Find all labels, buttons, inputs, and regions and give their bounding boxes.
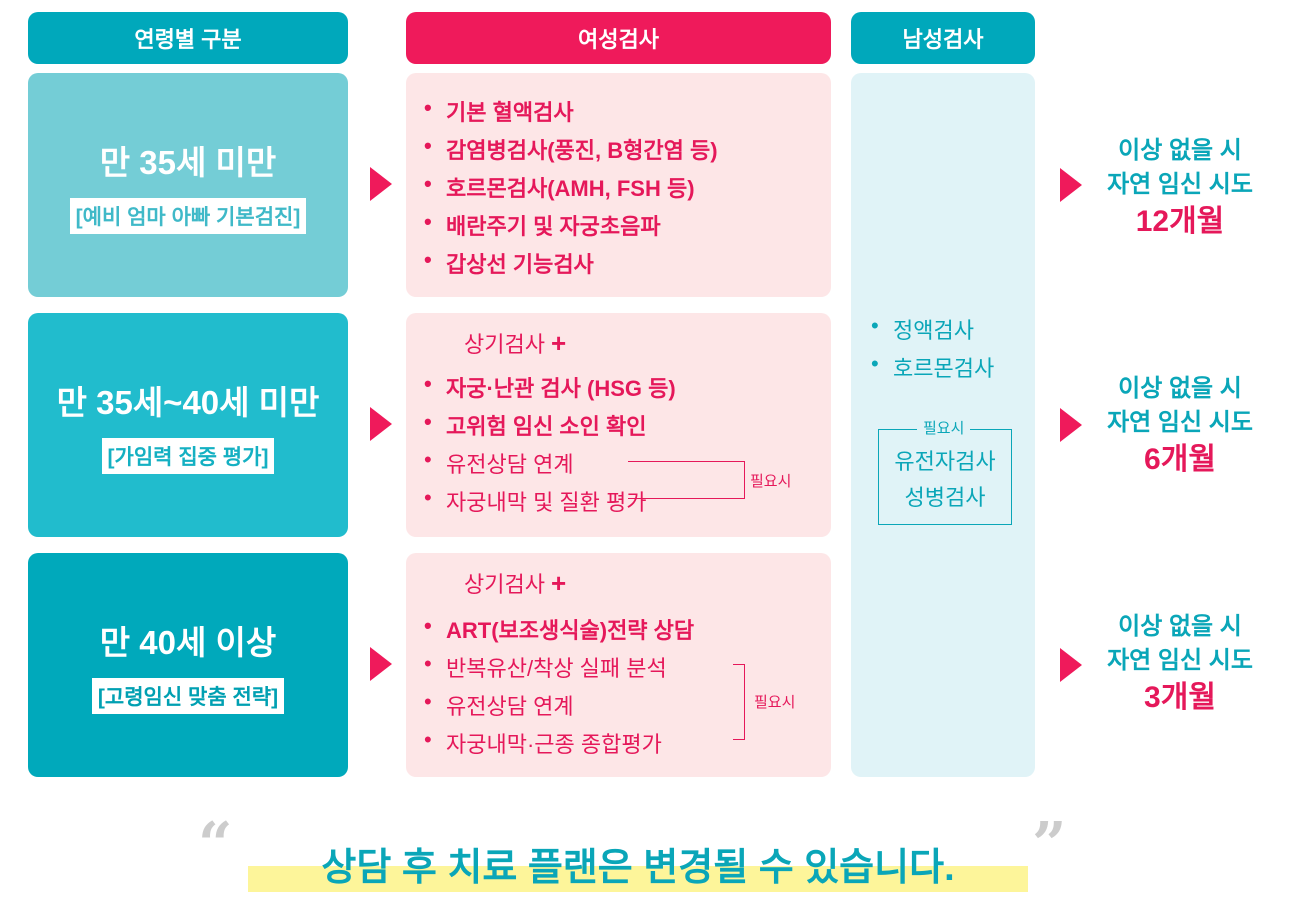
test-item: 배란주기 및 자궁초음파 — [424, 209, 661, 241]
test-item: 자궁내막 및 질환 평가 — [424, 485, 646, 517]
age-subtitle: [고령임신 맞춤 전략] — [91, 678, 285, 714]
age-subtitle: [예비 엄마 아빠 기본검진] — [69, 198, 307, 234]
test-item: 호르몬검사(AMH, FSH 등) — [424, 171, 694, 203]
open-quote-icon: “ — [198, 810, 233, 880]
age-subtitle: [가임력 집중 평가] — [101, 438, 275, 474]
test-item: 반복유산/착상 실패 분석 — [424, 651, 667, 683]
header-age: 연령별 구분 — [28, 12, 348, 64]
arrow-icon — [1060, 168, 1082, 202]
arrow-icon — [1060, 648, 1082, 682]
arrow-icon — [1060, 408, 1082, 442]
female-tests-under-35: 기본 혈액검사 감염병검사(풍진, B형간염 등) 호르몬검사(AMH, FSH… — [406, 73, 831, 297]
arrow-icon — [370, 407, 392, 441]
header-male: 남성검사 — [851, 12, 1035, 64]
optional-note: 필요시 — [750, 473, 792, 490]
test-item: 호르몬검사 — [871, 351, 994, 383]
test-item: 자궁내막·근종 종합평가 — [424, 727, 662, 759]
previous-tests-label: 상기검사+ — [464, 328, 567, 358]
male-tests: 정액검사 호르몬검사 필요시 유전자검사 성병검사 — [851, 73, 1035, 777]
test-item: 고위험 임신 소인 확인 — [424, 409, 646, 441]
highlight — [248, 866, 1028, 892]
plus-icon: + — [550, 568, 567, 598]
female-tests-35-40: 상기검사+ 자궁·난관 검사 (HSG 등) 고위험 임신 소인 확인 유전상담… — [406, 313, 831, 537]
test-item: 성병검사 — [904, 485, 986, 510]
arrow-icon — [370, 167, 392, 201]
age-title: 만 40세 이상 — [99, 624, 277, 661]
optional-note: 필요시 — [917, 420, 971, 438]
previous-tests-label: 상기검사+ — [464, 568, 567, 598]
arrow-icon — [370, 647, 392, 681]
test-item: 정액검사 — [871, 313, 974, 345]
test-item: 유전자검사 — [894, 449, 996, 474]
test-item: 감염병검사(풍진, B형간염 등) — [424, 133, 717, 165]
age-group-over-40: 만 40세 이상 [고령임신 맞춤 전략] — [28, 553, 348, 777]
age-group-under-35: 만 35세 미만 [예비 엄마 아빠 기본검진] — [28, 73, 348, 297]
test-item: ART(보조생식술)전략 상담 — [424, 613, 694, 645]
bracket — [628, 461, 745, 499]
female-tests-over-40: 상기검사+ ART(보조생식술)전략 상담 반복유산/착상 실패 분석 유전상담… — [406, 553, 831, 777]
close-quote-icon: ” — [1032, 810, 1067, 880]
footer-note: 상담 후 치료 플랜은 변경될 수 있습니다. — [321, 847, 955, 889]
test-item: 기본 혈액검사 — [424, 95, 573, 127]
test-item: 갑상선 기능검사 — [424, 247, 594, 279]
age-title: 만 35세 미만 — [99, 144, 277, 181]
plus-icon: + — [550, 328, 567, 358]
age-group-35-40: 만 35세~40세 미만 [가임력 집중 평가] — [28, 313, 348, 537]
optional-male-tests: 필요시 유전자검사 성병검사 — [878, 420, 1012, 525]
test-item: 유전상담 연계 — [424, 689, 573, 721]
header-female: 여성검사 — [406, 12, 831, 64]
test-item: 자궁·난관 검사 (HSG 등) — [424, 371, 676, 403]
bracket — [733, 664, 745, 740]
optional-note: 필요시 — [754, 694, 796, 711]
test-item: 유전상담 연계 — [424, 447, 573, 479]
age-title: 만 35세~40세 미만 — [56, 384, 320, 421]
